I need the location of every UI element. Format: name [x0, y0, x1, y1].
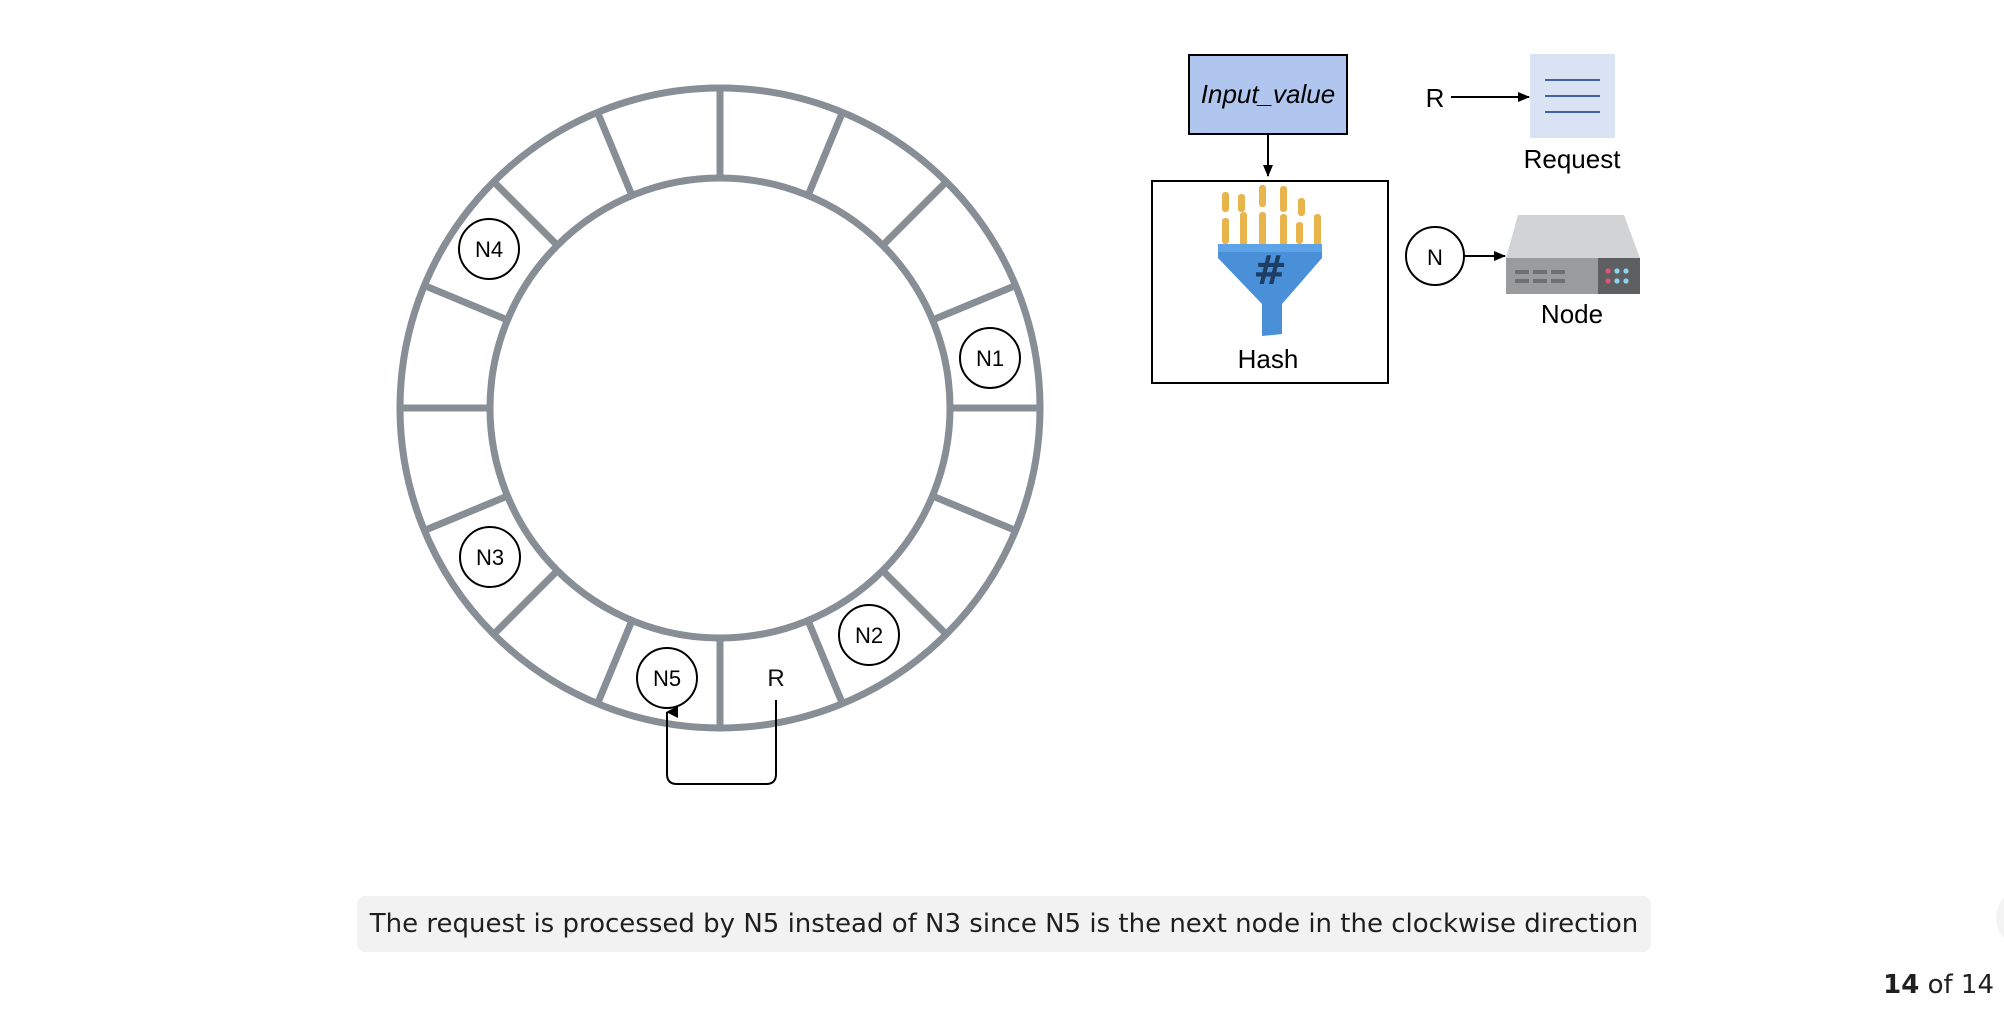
ring-node-n1-label: N1	[976, 346, 1004, 371]
slide-counter-separator: of	[1927, 970, 1953, 1000]
svg-text:#: #	[1253, 248, 1287, 294]
legend-request-symbol: R	[1426, 83, 1445, 113]
ring-node-n4-label: N4	[475, 237, 503, 262]
ring-node-n1-circle	[959, 327, 1021, 389]
ring-node-n3: N3	[459, 526, 521, 588]
legend-request: R Request	[1426, 54, 1622, 174]
slide-counter: 14 of 14	[1883, 970, 1994, 1000]
ring-spoke	[804, 111, 846, 197]
server-icon	[1506, 215, 1640, 294]
ring-node-n4-circle	[458, 218, 520, 280]
ring-node-n2: N2	[838, 604, 900, 666]
ring-inner-circle	[486, 174, 954, 642]
ring-spokes	[400, 88, 1040, 728]
hash-funnel-icon: #	[1218, 185, 1322, 336]
legend-node-symbol: N	[1427, 245, 1443, 270]
ring-node-n5-label: N5	[653, 666, 681, 691]
ring-spoke	[594, 619, 636, 705]
ring-spoke	[423, 282, 509, 324]
ring-spoke	[491, 179, 560, 248]
next-slide-button[interactable]	[1996, 893, 2004, 943]
input-value-box	[1188, 54, 1348, 135]
hash-ring	[396, 84, 1044, 732]
ring-node-n1: N1	[959, 327, 1021, 389]
input-value-label: Input_value	[1201, 79, 1335, 109]
ring-node-n3-circle	[459, 526, 521, 588]
ring-spoke	[423, 492, 509, 534]
legend-node-label: Node	[1541, 299, 1603, 329]
ring-node-n5-circle	[636, 647, 698, 709]
ring-node-n2-label: N2	[855, 623, 883, 648]
ring-spoke	[594, 111, 636, 197]
hash-label: Hash	[1238, 344, 1299, 374]
hash-section: Input_value # Hash	[1151, 54, 1389, 384]
legend-request-label: Request	[1524, 144, 1622, 174]
ring-spoke	[491, 568, 560, 637]
slide-counter-current: 14	[1883, 970, 1920, 1000]
slide-counter-total: 14	[1960, 970, 1994, 1000]
request-routing-arrow	[666, 700, 777, 785]
caption-box: The request is processed by N5 instead o…	[357, 896, 1651, 952]
ring-request-label: R	[767, 665, 784, 692]
ring-node-n3-label: N3	[476, 545, 504, 570]
document-lines-icon	[1530, 54, 1615, 138]
ring-node-n4: N4	[458, 218, 520, 280]
ring-spoke	[880, 568, 949, 637]
ring-spoke	[931, 492, 1017, 534]
ring-spoke	[931, 282, 1017, 324]
caption-text: The request is processed by N5 instead o…	[369, 909, 1639, 939]
ring-node-n2-circle	[838, 604, 900, 666]
legend-node: N Node	[1405, 215, 1640, 329]
ring-spoke	[880, 179, 949, 248]
ring-node-n5: N5	[636, 647, 698, 709]
ring-spoke	[804, 619, 846, 705]
